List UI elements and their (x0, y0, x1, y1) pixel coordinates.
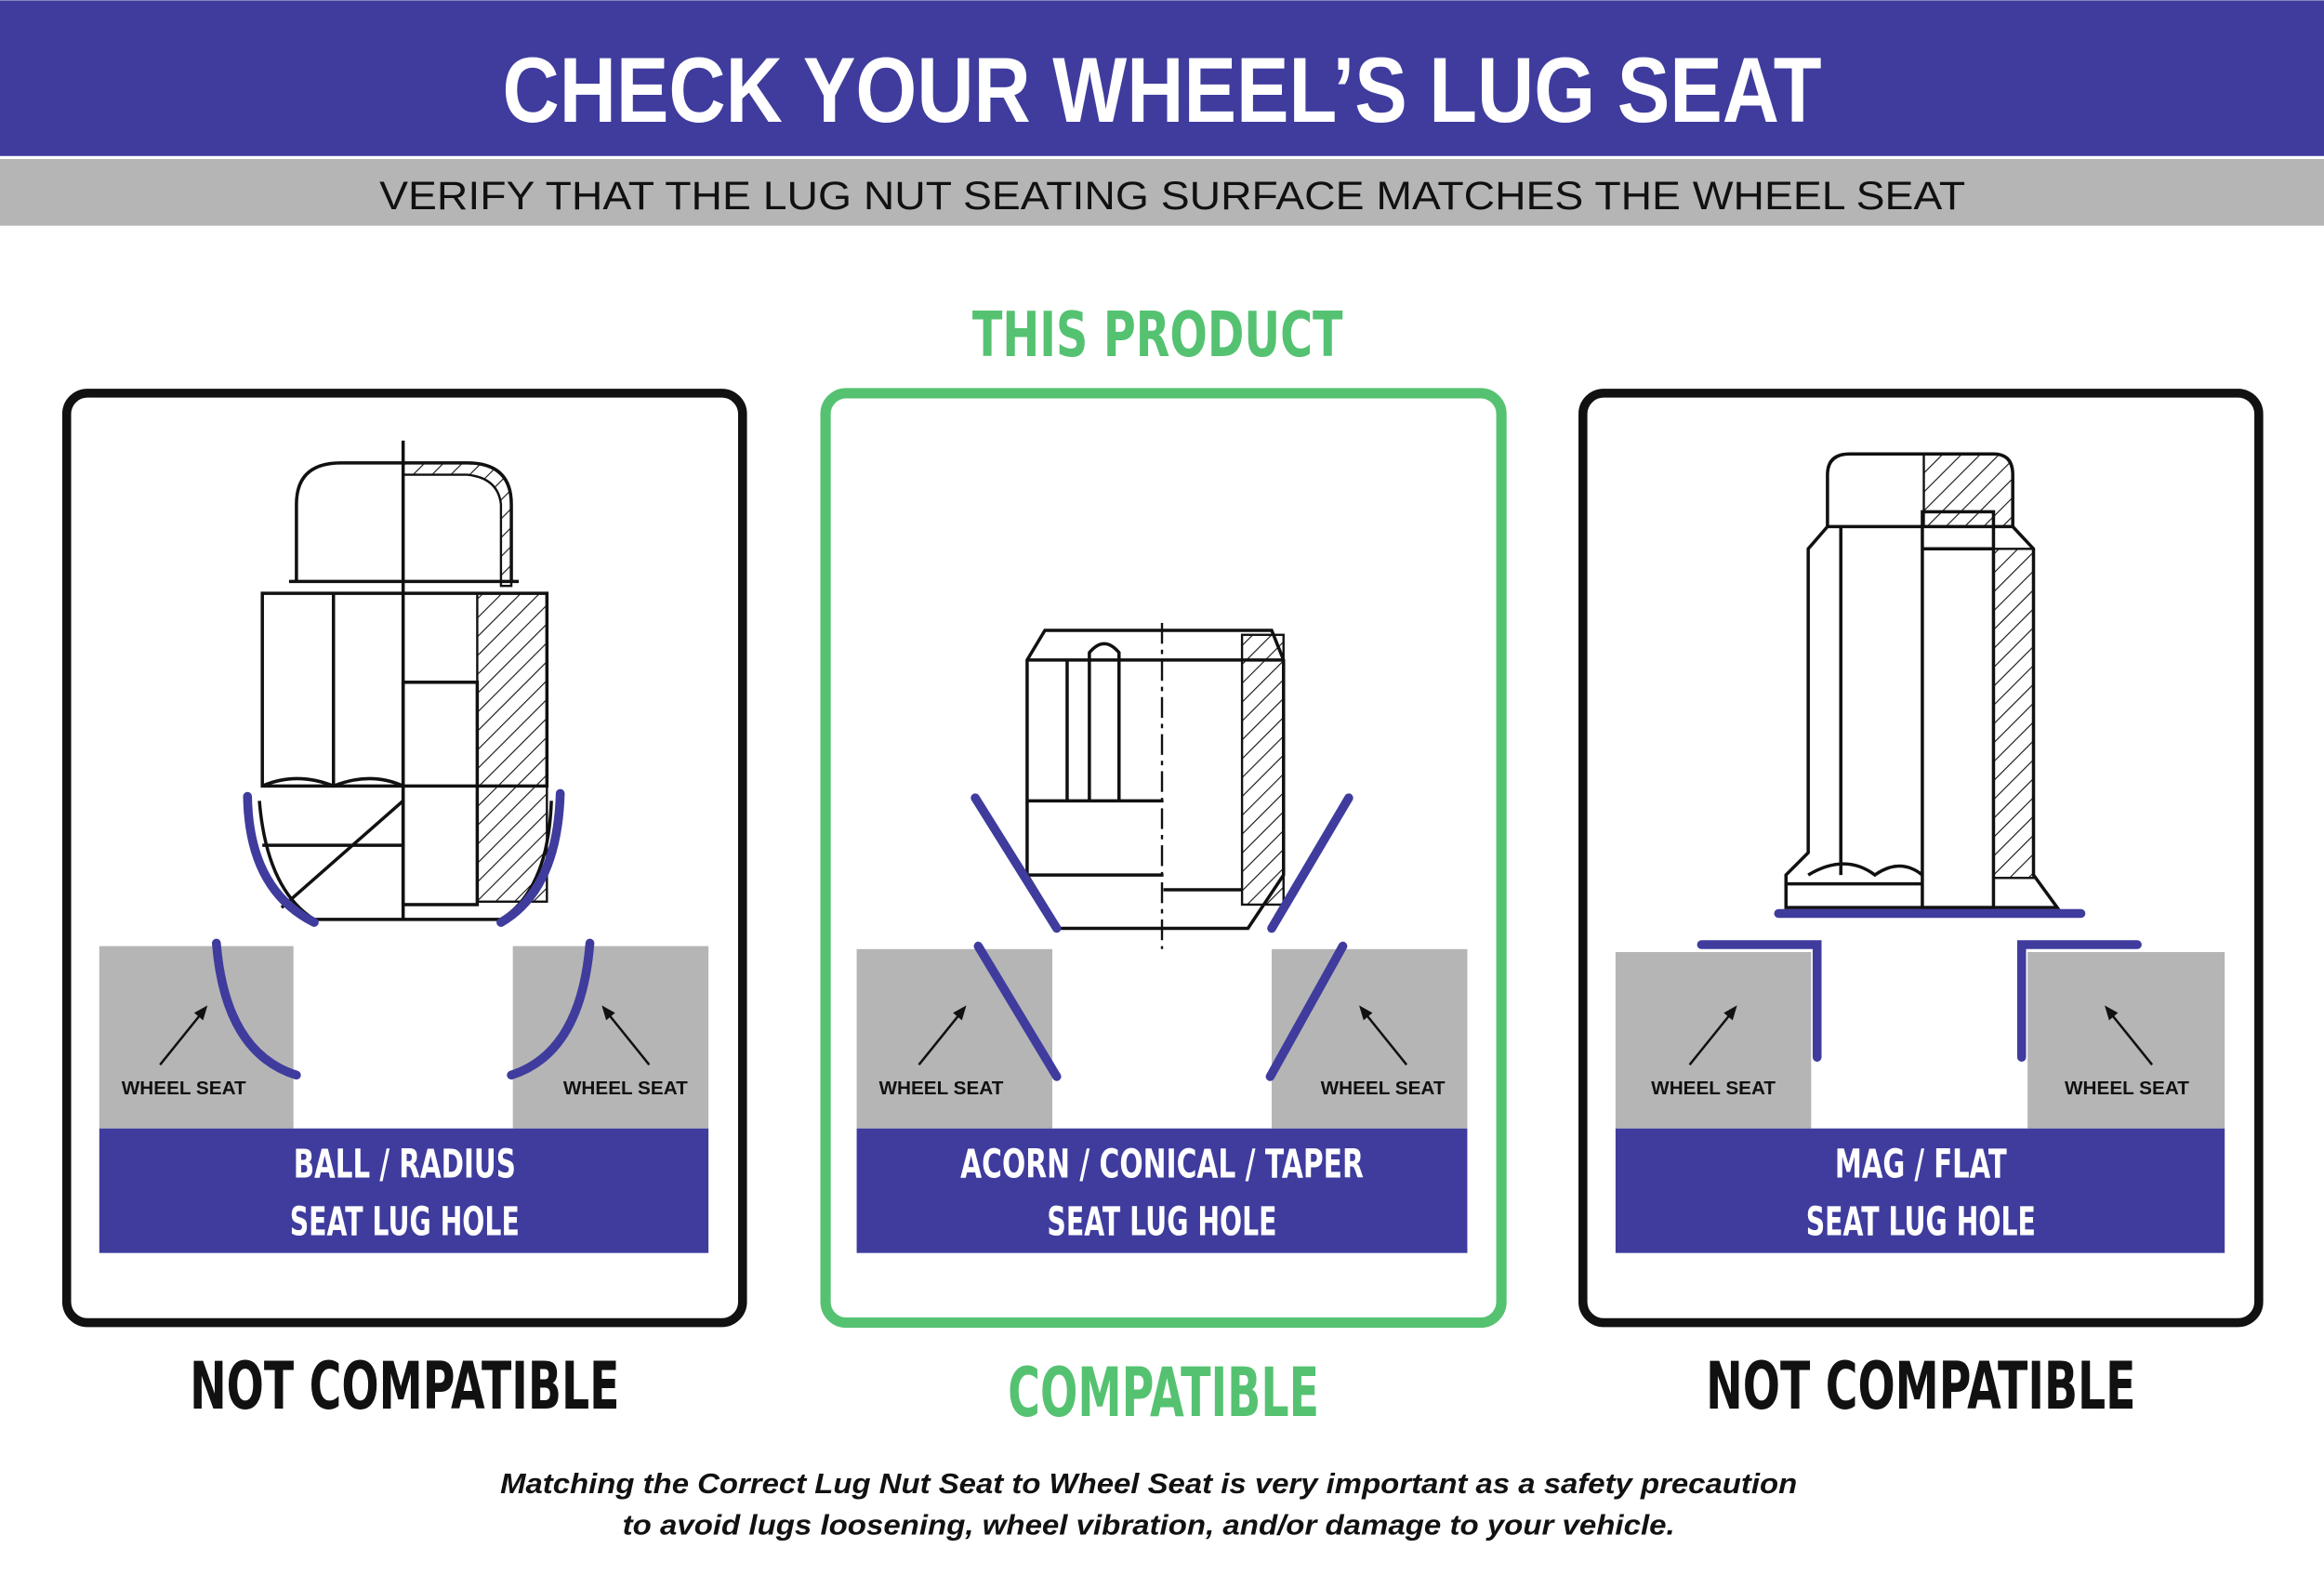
seat-type-band (1615, 1128, 2225, 1253)
wheel-seat-label: WHEEL SEAT (122, 1078, 246, 1099)
ball-seat-diagram (99, 440, 709, 1129)
footer-note-line2: to avoid lugs loosening, wheel vibration… (623, 1511, 1675, 1542)
verdict-label: NOT COMPATIBLE (190, 1348, 619, 1424)
wheel-seat-label: WHEEL SEAT (878, 1078, 1003, 1099)
subtitle: VERIFY THAT THE LUG NUT SEATING SURFACE … (379, 174, 1965, 218)
wheel-seat-label: WHEEL SEAT (1651, 1078, 1776, 1099)
seat-type-line2: SEAT LUG HOLE (1806, 1199, 2036, 1246)
panel-acorn-seat (820, 388, 1507, 1329)
panel-ball-seat (61, 389, 747, 1328)
acorn-seat-diagram (856, 623, 1468, 1129)
seat-type-band (99, 1128, 709, 1253)
seat-type-line2: SEAT LUG HOLE (1047, 1199, 1276, 1246)
verdict-label: COMPATIBLE (1008, 1354, 1319, 1433)
panel-mag-seat (1578, 389, 2264, 1328)
seat-type-line1: ACORN / CONICAL / TAPER (960, 1141, 1364, 1187)
this-product-label: THIS PRODUCT (972, 298, 1343, 371)
seat-type-line2: SEAT LUG HOLE (290, 1199, 520, 1246)
footer-note-line1: Matching the Correct Lug Nut Seat to Whe… (500, 1469, 1797, 1500)
wheel-seat-label: WHEEL SEAT (1321, 1078, 1446, 1099)
seat-type-band (856, 1128, 1468, 1253)
mag-seat-diagram (1615, 452, 2225, 1129)
verdict-label: NOT COMPATIBLE (1706, 1348, 2135, 1424)
page-title: CHECK YOUR WHEEL’S LUG SEAT (502, 39, 1821, 141)
header-banner (0, 0, 2324, 156)
subtitle-bar (0, 158, 2324, 226)
seat-type-line1: MAG / FLAT (1835, 1141, 2007, 1187)
wheel-seat-label: WHEEL SEAT (2065, 1078, 2189, 1099)
seat-type-line1: BALL / RADIUS (294, 1141, 516, 1187)
wheel-seat-label: WHEEL SEAT (563, 1078, 688, 1099)
